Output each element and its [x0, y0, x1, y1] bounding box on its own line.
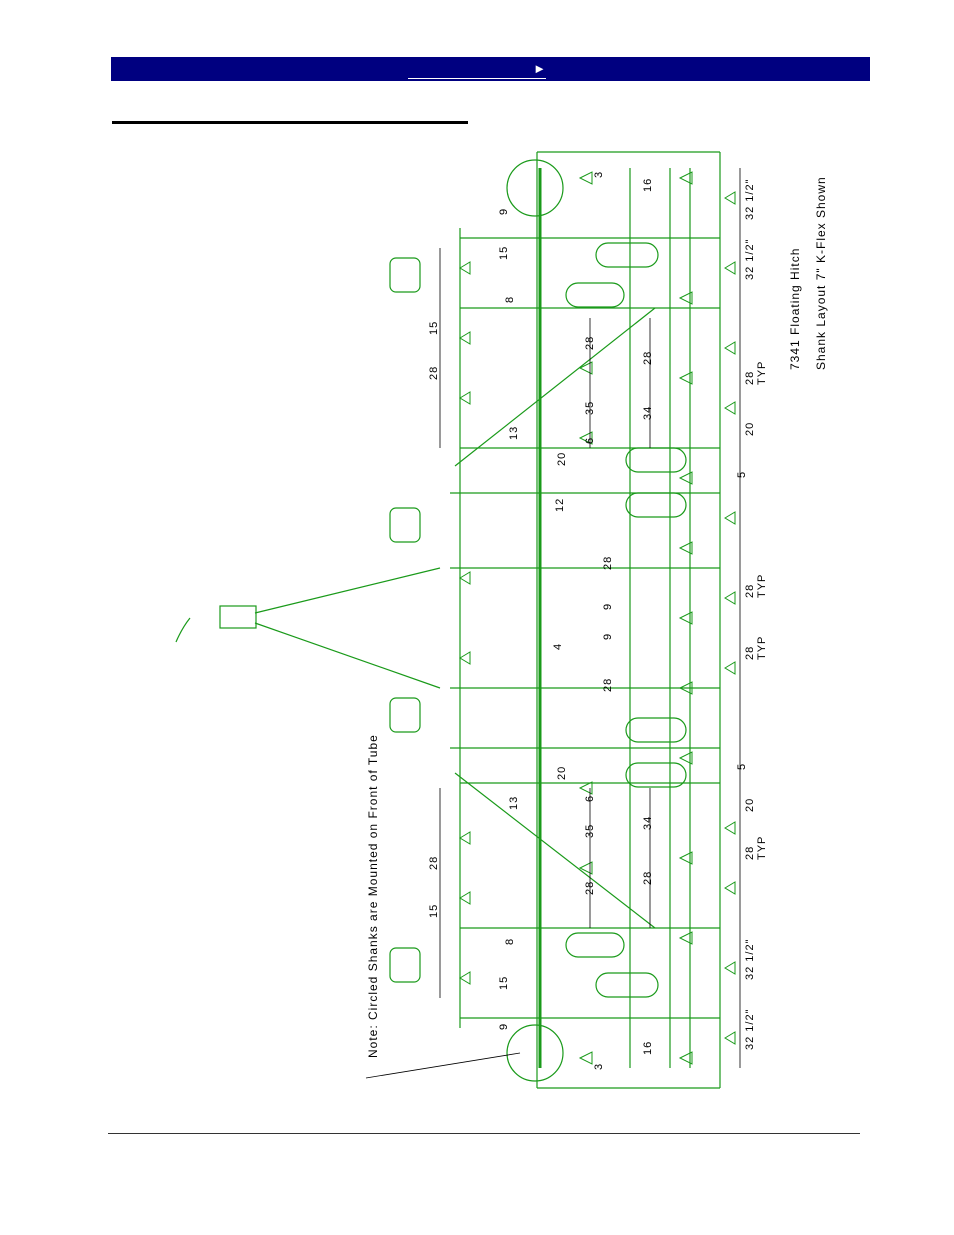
dim-label: 5: [736, 762, 748, 770]
dim-label: 28: [744, 583, 756, 598]
dim-label: 8: [504, 937, 516, 945]
dim-label: TYP: [756, 360, 768, 385]
dim-label: TYP: [756, 635, 768, 660]
dim-label: 34: [642, 405, 654, 420]
dim-label: 6: [584, 794, 596, 802]
drawing-note: Note: Circled Shanks are Mounted on Fron…: [366, 734, 380, 1058]
dim-label: 9: [602, 632, 614, 640]
dim-label: 13: [508, 425, 520, 440]
dim-label: TYP: [756, 573, 768, 598]
dim-label: 4: [552, 642, 564, 650]
dim-label: 20: [556, 765, 568, 780]
dim-label: 9: [602, 602, 614, 610]
dim-label: 13: [508, 795, 520, 810]
next-page-link[interactable]: ►: [408, 60, 546, 79]
drawing-title-line1: 7341 Floating Hitch: [788, 247, 802, 370]
dim-label: 9: [498, 1022, 510, 1030]
dim-label: 16: [642, 1040, 654, 1055]
dim-label: 32 1/2": [744, 238, 756, 281]
dim-label: 28: [744, 370, 756, 385]
dim-label: 12: [554, 497, 566, 512]
dim-label: 5: [736, 470, 748, 478]
dim-label: 28: [584, 335, 596, 350]
dim-label: 32 1/2": [744, 1008, 756, 1051]
dim-label: 15: [428, 903, 440, 918]
dim-label: 28: [602, 677, 614, 692]
dim-label: 3: [593, 170, 605, 178]
footer-rule: [108, 1133, 860, 1134]
dim-label: 15: [498, 975, 510, 990]
dim-label: 32 1/2": [744, 938, 756, 981]
dim-label: 28: [744, 845, 756, 860]
drawing-title-line2: Shank Layout 7" K-Flex Shown: [814, 176, 828, 370]
dim-label: 6: [584, 436, 596, 444]
dim-label: 34: [642, 815, 654, 830]
dim-label: TYP: [756, 835, 768, 860]
dim-label: 32 1/2": [744, 178, 756, 221]
heading-rule: [112, 121, 468, 124]
dim-label: 8: [504, 295, 516, 303]
dim-label: 20: [744, 797, 756, 812]
dim-label: 35: [584, 823, 596, 838]
nav-arrow-icon: ►: [533, 61, 546, 76]
dim-label: 3: [593, 1062, 605, 1070]
dim-label: 15: [428, 320, 440, 335]
dim-label: 20: [744, 421, 756, 436]
header-bar: [111, 57, 870, 81]
dim-label: 35: [584, 400, 596, 415]
dim-label: 28: [602, 555, 614, 570]
dim-label: 15: [498, 245, 510, 260]
shank-layout-drawing: [175, 151, 741, 1089]
dim-label: 28: [744, 645, 756, 660]
dim-label: 16: [642, 177, 654, 192]
dim-label: 28: [584, 880, 596, 895]
dim-label: 28: [428, 365, 440, 380]
dim-label: 28: [642, 870, 654, 885]
dim-label: 20: [556, 451, 568, 466]
dim-label: 28: [428, 855, 440, 870]
dim-label: 9: [498, 207, 510, 215]
dim-label: 28: [642, 350, 654, 365]
